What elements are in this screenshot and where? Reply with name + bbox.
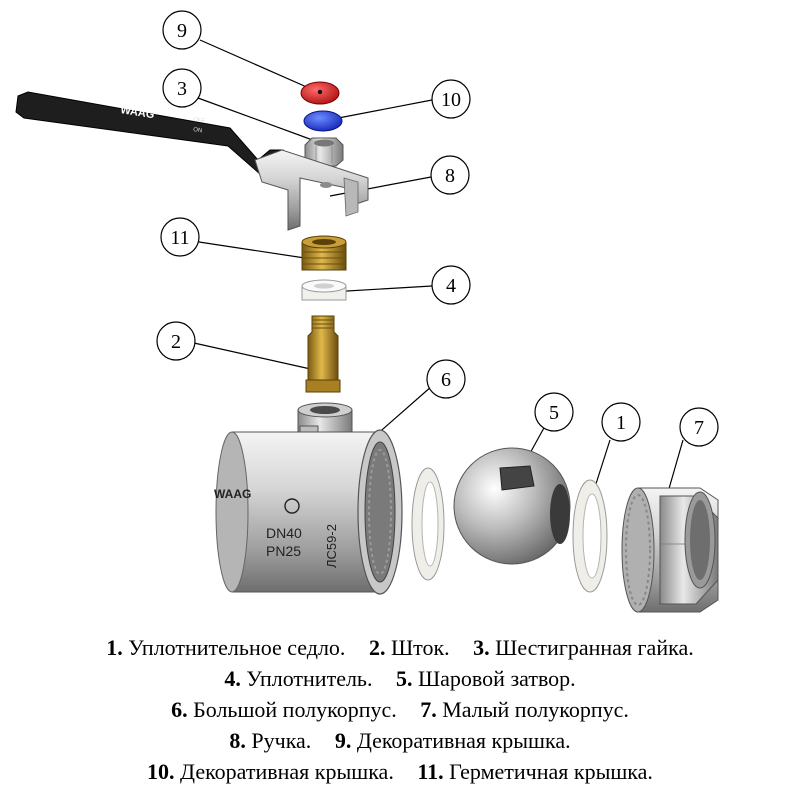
legend-line-5: 10. Декоративная крышка. 11. Герметичная… <box>0 756 800 787</box>
legend-number: 1. <box>106 635 123 660</box>
legend-text: Шток. <box>390 635 450 660</box>
legend-number: 4. <box>224 666 241 691</box>
legend-text: Уплотнительное седло. <box>128 635 346 660</box>
callout-10: 10 <box>431 79 471 119</box>
legend-number: 2. <box>368 635 386 660</box>
legend-item-6: 6. Большой полукорпус. <box>171 697 397 722</box>
callout-8-label: 8 <box>445 165 455 187</box>
callout-4: 4 <box>431 265 471 305</box>
part-11-brass-cap <box>301 235 347 271</box>
legend-text: Большой полукорпус. <box>193 697 397 722</box>
parts-legend: 1. Уплотнительное седло. 2. Шток. 3. Шес… <box>0 632 800 787</box>
callout-7: 7 <box>679 407 719 447</box>
callout-1: 1 <box>601 402 641 442</box>
callout-1-label: 1 <box>616 412 626 434</box>
certification-mark <box>284 498 300 514</box>
legend-item-4: 4. Уплотнитель. <box>224 666 372 691</box>
handle-on-text: ON <box>193 127 203 134</box>
legend-item-3: 3. Шестигранная гайка. <box>473 635 694 660</box>
callout-2-label: 2 <box>171 331 181 353</box>
callout-10-label: 10 <box>441 89 461 111</box>
legend-item-9: 9. Декоративная крышка. <box>335 728 571 753</box>
part-6-large-half-body: WAAG DN40 PN25 ЛС59-2 <box>214 402 403 595</box>
part-8-handle: WAAG OFF ON <box>15 91 369 231</box>
legend-item-2: 2. Шток. <box>369 635 450 660</box>
legend-text: Уплотнитель. <box>246 666 373 691</box>
legend-text: Декоративная крышка. <box>180 759 394 784</box>
part-1-seat-ring <box>572 479 608 593</box>
handle-off-text: OFF <box>193 117 206 125</box>
handle-brand-text: WAAG <box>120 104 156 121</box>
legend-item-11: 11. Герметичная крышка. <box>417 759 653 784</box>
part-9-red-cap <box>300 81 340 105</box>
callout-7-label: 7 <box>694 417 704 439</box>
legend-item-7: 7. Малый полукорпус. <box>420 697 629 722</box>
callout-9-label: 9 <box>177 20 187 42</box>
pn-text: PN25 <box>266 543 301 559</box>
callout-5-label: 5 <box>549 402 559 424</box>
legend-number: 10. <box>147 759 175 784</box>
legend-number: 7. <box>420 697 437 722</box>
body-brand-text: WAAG <box>214 487 251 501</box>
leader-lines <box>193 39 684 507</box>
callout-11: 11 <box>160 217 200 257</box>
callouts: 9 3 10 8 11 4 2 6 <box>156 10 719 447</box>
legend-line-1: 1. Уплотнительное седло. 2. Шток. 3. Шес… <box>0 632 800 663</box>
exploded-valve-diagram: WAAG OFF ON WAAG <box>15 10 719 613</box>
callout-5: 5 <box>534 392 574 432</box>
alloy-text: ЛС59-2 <box>324 524 339 568</box>
legend-number: 3. <box>473 635 490 660</box>
part-7-small-half-body <box>621 487 719 613</box>
legend-number: 6. <box>171 697 188 722</box>
callout-6: 6 <box>426 359 466 399</box>
callout-9: 9 <box>162 10 202 50</box>
callout-11-label: 11 <box>170 227 189 249</box>
legend-item-10: 10. Декоративная крышка. <box>147 759 394 784</box>
legend-text: Шаровой затвор. <box>417 666 576 691</box>
legend-text: Герметичная крышка. <box>449 759 653 784</box>
seat-ring-left <box>411 467 445 581</box>
callout-3-label: 3 <box>177 78 187 100</box>
legend-text: Декоративная крышка. <box>356 728 571 753</box>
legend-line-2: 4. Уплотнитель. 5. Шаровой затвор. <box>0 663 800 694</box>
legend-line-3: 6. Большой полукорпус. 7. Малый полукорп… <box>0 694 800 725</box>
legend-number: 8. <box>229 728 246 753</box>
legend-item-5: 5. Шаровой затвор. <box>396 666 576 691</box>
legend-text: Малый полукорпус. <box>442 697 629 722</box>
callout-6-label: 6 <box>441 369 451 391</box>
legend-number: 5. <box>395 666 413 691</box>
legend-item-8: 8. Ручка. <box>229 728 311 753</box>
part-4-white-seal <box>301 279 347 301</box>
legend-number: 9. <box>334 728 352 753</box>
legend-number: 11. <box>417 759 444 784</box>
legend-line-4: 8. Ручка. 9. Декоративная крышка. <box>0 725 800 756</box>
callout-4-label: 4 <box>446 275 456 297</box>
part-2-brass-stem <box>305 315 341 393</box>
part-10-blue-cap <box>303 110 343 132</box>
part-5-ball <box>453 447 571 565</box>
callout-2: 2 <box>156 321 196 361</box>
legend-text: Ручка. <box>251 728 312 753</box>
legend-item-1: 1. Уплотнительное седло. <box>106 635 345 660</box>
dn-text: DN40 <box>266 525 302 541</box>
legend-text: Шестигранная гайка. <box>495 635 694 660</box>
callout-8: 8 <box>430 155 470 195</box>
callout-3: 3 <box>162 68 202 108</box>
